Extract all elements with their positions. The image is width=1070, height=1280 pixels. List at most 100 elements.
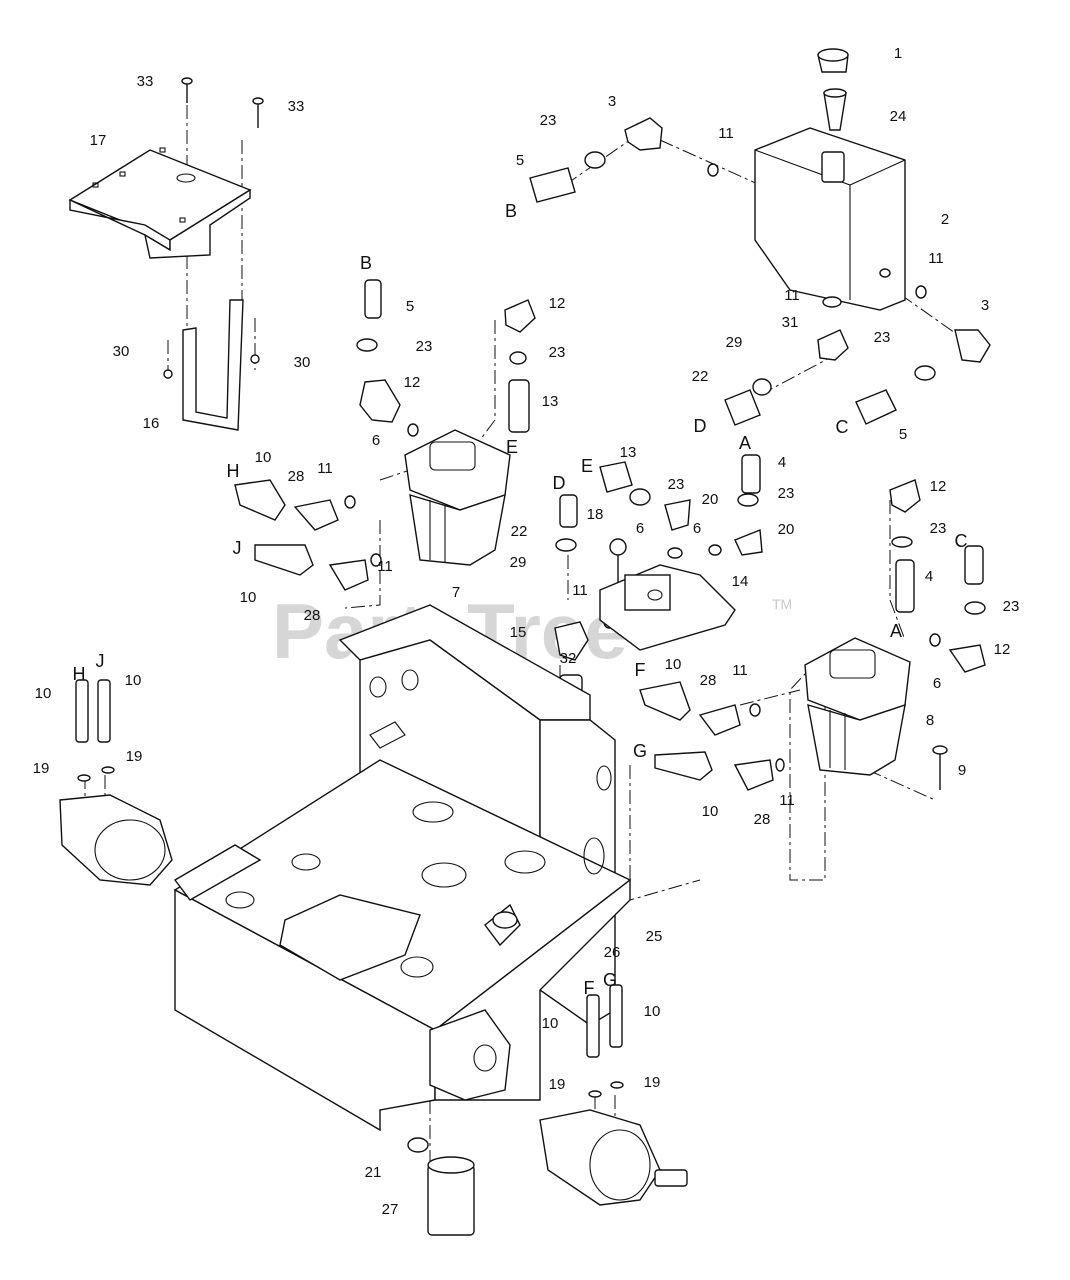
callout-19: 19 xyxy=(644,1074,661,1091)
callout-22: 22 xyxy=(511,523,528,540)
callout-28: 28 xyxy=(754,811,771,828)
callout-10: 10 xyxy=(125,672,142,689)
connection-letter-F: F xyxy=(584,978,595,998)
callout-14: 14 xyxy=(732,573,749,590)
callout-19: 19 xyxy=(126,748,143,765)
callout-26: 26 xyxy=(604,944,621,961)
callout-4: 4 xyxy=(925,568,933,585)
callout-6: 6 xyxy=(693,520,701,537)
reservoir-tank xyxy=(754,48,906,311)
callout-20: 20 xyxy=(702,491,719,508)
callout-30: 30 xyxy=(294,354,311,371)
callout-11: 11 xyxy=(572,582,588,599)
callout-17: 17 xyxy=(90,132,107,149)
callout-11: 11 xyxy=(732,662,748,679)
clamps xyxy=(356,151,986,615)
callout-6: 6 xyxy=(372,432,380,449)
callout-21: 21 xyxy=(365,1164,382,1181)
callout-12: 12 xyxy=(404,374,421,391)
hose-ends xyxy=(234,479,713,781)
callout-23: 23 xyxy=(549,344,566,361)
callout-10: 10 xyxy=(255,449,272,466)
callout-12: 12 xyxy=(549,295,566,312)
wheel-motor-right xyxy=(539,984,688,1206)
callout-25: 25 xyxy=(646,928,663,945)
callout-15: 15 xyxy=(510,624,527,641)
callout-2: 2 xyxy=(941,211,949,228)
callout-8: 8 xyxy=(926,712,934,729)
callout-20: 20 xyxy=(778,521,795,538)
callout-23: 23 xyxy=(874,329,891,346)
bolts xyxy=(181,77,264,128)
hoses xyxy=(364,167,984,613)
callout-13: 13 xyxy=(542,393,559,410)
callout-18: 18 xyxy=(587,506,604,523)
carriage-bolt xyxy=(932,745,948,790)
callout-11: 11 xyxy=(377,558,393,575)
callout-3: 3 xyxy=(608,93,616,110)
strap-bracket xyxy=(163,299,260,431)
callout-28: 28 xyxy=(700,672,717,689)
control-valve-right xyxy=(804,637,911,776)
connection-letter-H: H xyxy=(73,664,86,684)
connection-letter-E: E xyxy=(581,456,593,476)
connection-letter-A: A xyxy=(739,433,751,453)
callout-24: 24 xyxy=(890,108,907,125)
callout-4: 4 xyxy=(778,454,786,471)
callout-11: 11 xyxy=(784,287,800,304)
callout-9: 9 xyxy=(958,762,966,779)
wheel-motor-left xyxy=(59,679,173,886)
callout-19: 19 xyxy=(33,760,50,777)
callout-6: 6 xyxy=(933,675,941,692)
callout-6: 6 xyxy=(636,520,644,537)
callout-23: 23 xyxy=(930,520,947,537)
callout-11: 11 xyxy=(718,125,734,142)
callout-10: 10 xyxy=(702,803,719,820)
callout-16: 16 xyxy=(143,415,160,432)
connection-letter-D: D xyxy=(553,473,566,493)
callout-5: 5 xyxy=(516,152,524,169)
callout-13: 13 xyxy=(620,444,637,461)
callout-32: 32 xyxy=(560,650,577,667)
elbow-fittings xyxy=(624,117,991,363)
callout-28: 28 xyxy=(288,468,305,485)
callout-11: 11 xyxy=(928,250,944,267)
callout-10: 10 xyxy=(665,656,682,673)
connection-letter-C: C xyxy=(836,417,849,437)
connection-letter-F: F xyxy=(635,660,646,680)
main-frame xyxy=(173,604,632,1132)
swivel-fittings xyxy=(293,299,986,791)
callout-10: 10 xyxy=(35,685,52,702)
callout-23: 23 xyxy=(668,476,685,493)
connection-letter-B: B xyxy=(360,253,372,273)
connection-letter-G: G xyxy=(603,970,617,990)
callout-10: 10 xyxy=(542,1015,559,1032)
connection-letter-C: C xyxy=(955,531,968,551)
callout-12: 12 xyxy=(994,641,1011,658)
watermark-trademark: TM xyxy=(772,596,792,612)
callout-29: 29 xyxy=(510,554,527,571)
callout-23: 23 xyxy=(778,485,795,502)
callout-33: 33 xyxy=(288,98,305,115)
callout-5: 5 xyxy=(406,298,414,315)
connection-letter-G: G xyxy=(633,741,647,761)
connection-letter-B: B xyxy=(505,201,517,221)
connection-letter-D: D xyxy=(694,416,707,436)
control-valve-left xyxy=(404,429,511,566)
connection-letter-A: A xyxy=(890,621,902,641)
callout-11: 11 xyxy=(317,460,333,477)
oil-filter xyxy=(407,911,518,1236)
callout-labels: 1242323115111132931232253333173030165231… xyxy=(33,45,1020,1218)
callout-27: 27 xyxy=(382,1201,399,1218)
connection-letter-E: E xyxy=(506,437,518,457)
callout-1: 1 xyxy=(894,45,902,62)
callout-30: 30 xyxy=(113,343,130,360)
callout-22: 22 xyxy=(692,368,709,385)
callout-29: 29 xyxy=(726,334,743,351)
connection-letter-J: J xyxy=(233,538,242,558)
callout-23: 23 xyxy=(416,338,433,355)
callout-28: 28 xyxy=(304,607,321,624)
callout-33: 33 xyxy=(137,73,154,90)
